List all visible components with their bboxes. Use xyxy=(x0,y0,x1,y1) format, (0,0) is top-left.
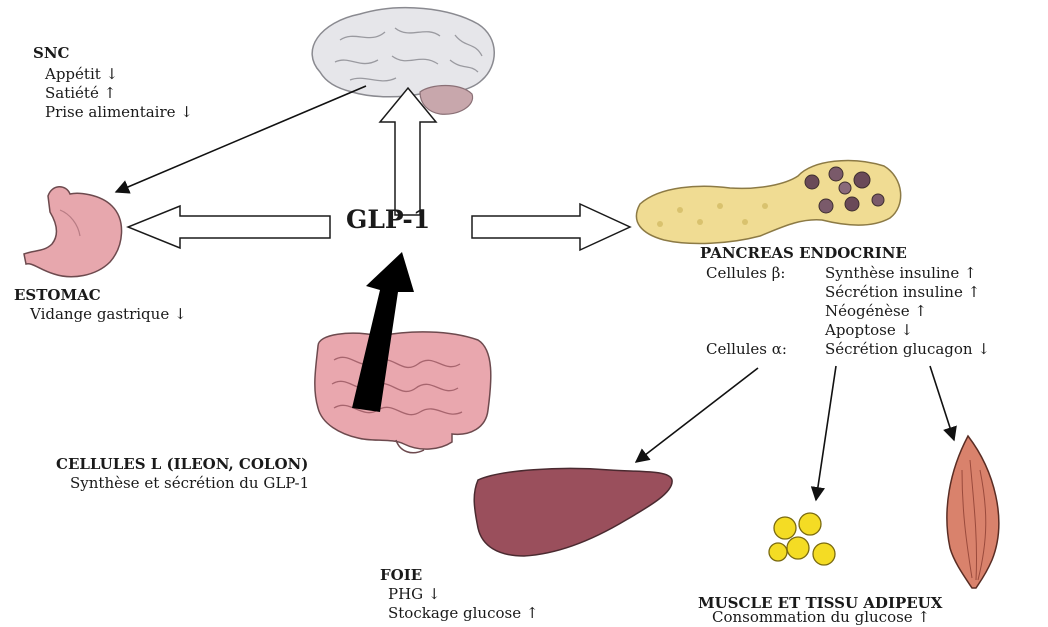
beta-line: Sécrétion insuline ↑ xyxy=(825,283,980,302)
intestine-icon xyxy=(315,332,491,453)
pancreas-icon xyxy=(636,161,900,244)
foie-line: PHG ↓ xyxy=(388,585,441,604)
snc-line: Satiété ↑ xyxy=(45,84,116,103)
liver-icon xyxy=(474,468,672,556)
snc-line: Prise alimentaire ↓ xyxy=(45,103,193,122)
glp1-label: GLP-1 xyxy=(346,210,430,229)
beta-line: Synthèse insuline ↑ xyxy=(825,264,977,283)
fat-cells-icon xyxy=(769,513,835,565)
pancreas-title: PANCREAS ENDOCRINE xyxy=(700,244,907,263)
estomac-title: ESTOMAC xyxy=(14,286,101,305)
arrow-pancreas-to-liver xyxy=(636,368,758,462)
alpha-cells-label: Cellules α: xyxy=(706,340,787,359)
snc-title: SNC xyxy=(33,44,69,63)
cellules-l-title: CELLULES L (ILEON, COLON) xyxy=(56,455,308,474)
arrow-to-pancreas xyxy=(472,204,630,250)
arrow-pancreas-to-muscle xyxy=(930,366,954,440)
arrow-to-stomach xyxy=(128,206,330,248)
snc-line: Appétit ↓ xyxy=(45,65,118,84)
stomach-icon xyxy=(24,187,122,277)
arrow-brain-to-stomach xyxy=(116,86,366,192)
muscle-line: Consommation du glucose ↑ xyxy=(712,608,930,627)
muscle-icon xyxy=(947,436,999,588)
beta-cells-label: Cellules β: xyxy=(706,264,785,283)
foie-line: Stockage glucose ↑ xyxy=(388,604,538,623)
beta-line: Néogénèse ↑ xyxy=(825,302,927,321)
beta-line: Apoptose ↓ xyxy=(825,321,913,340)
arrow-pancreas-to-fat xyxy=(816,366,836,500)
estomac-line: Vidange gastrique ↓ xyxy=(30,305,187,324)
cellules-l-line: Synthèse et sécrétion du GLP-1 xyxy=(70,474,309,493)
foie-title: FOIE xyxy=(380,566,422,585)
alpha-line: Sécrétion glucagon ↓ xyxy=(825,340,990,359)
